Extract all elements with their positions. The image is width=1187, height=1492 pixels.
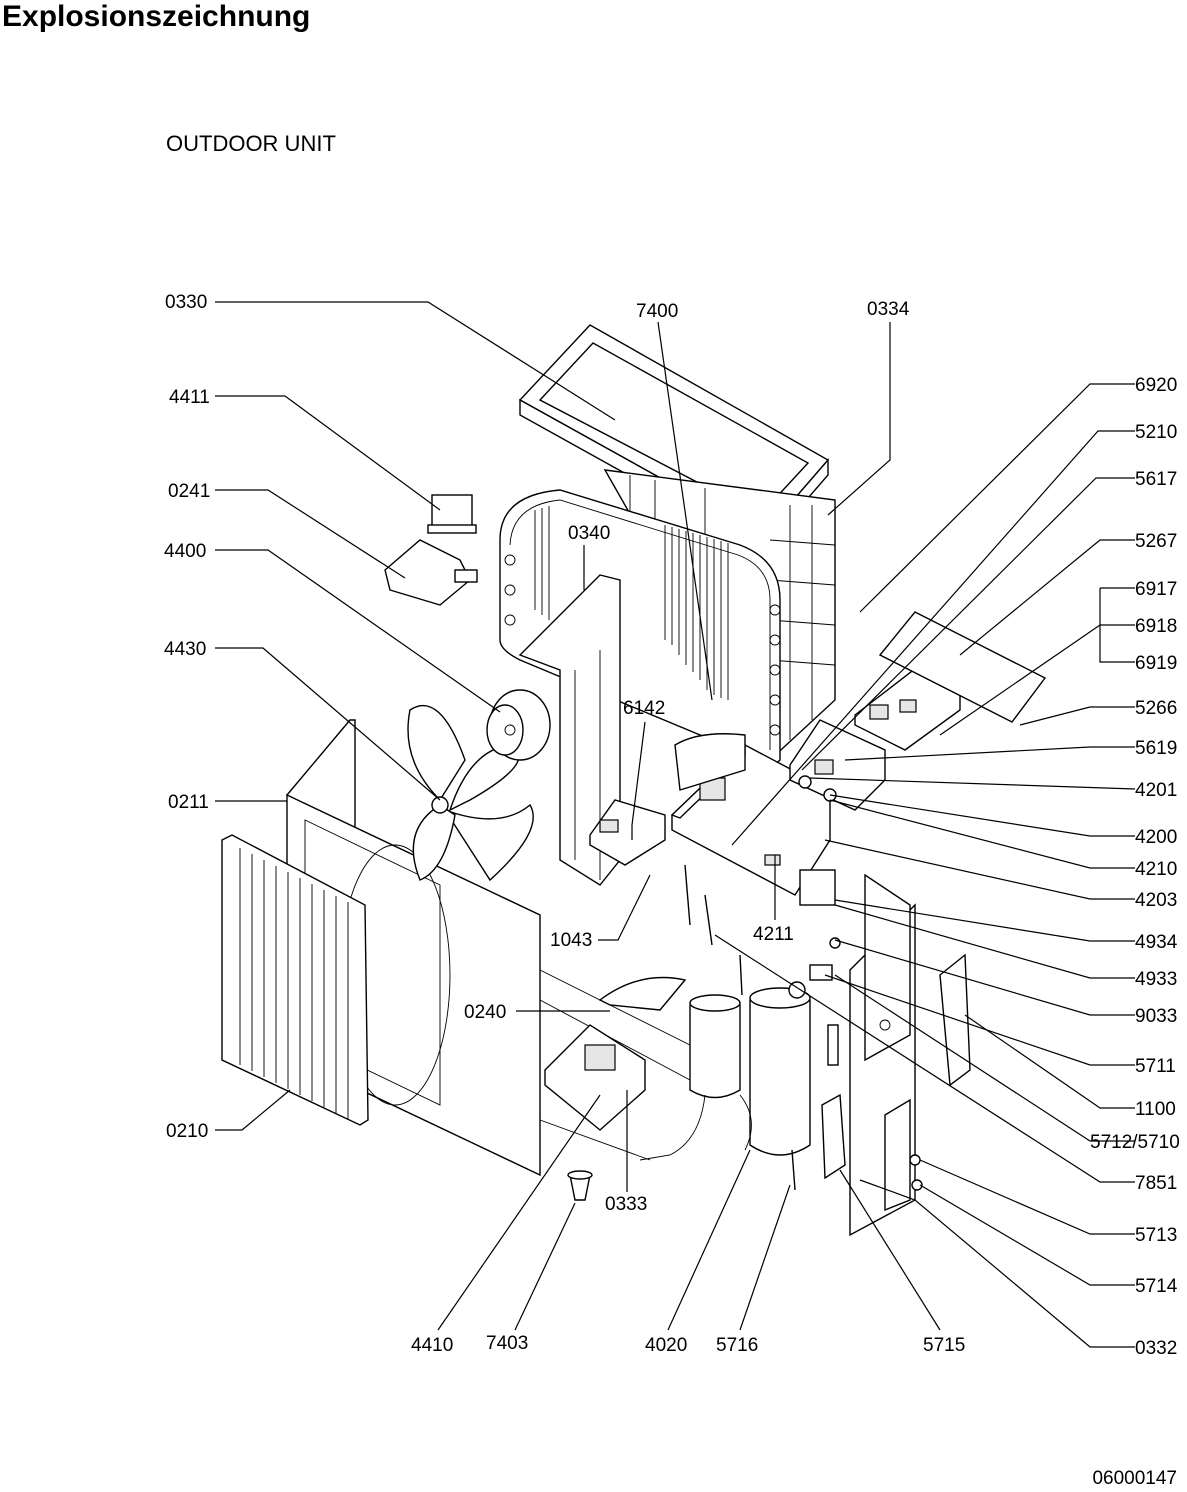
label-5210: 5210 — [1135, 422, 1177, 443]
grille-part — [221, 834, 369, 1126]
label-0240: 0240 — [464, 1002, 506, 1023]
heat-exchanger-part — [499, 489, 781, 766]
page-title: Explosionszeichnung — [2, 0, 311, 33]
bracket-part — [384, 539, 478, 606]
label-1100: 1100 — [1135, 1099, 1176, 1120]
terminal-block-part — [589, 799, 666, 866]
label-4203: 4203 — [1135, 890, 1177, 911]
label-4410: 4410 — [411, 1335, 453, 1356]
base-plate-part — [544, 976, 687, 1131]
part-labels: 0330 4411 0241 4400 4430 0211 0210 7400 … — [164, 292, 1180, 1359]
capacitor-part — [427, 494, 477, 534]
label-4934: 4934 — [1135, 932, 1178, 953]
label-4201: 4201 — [1135, 780, 1177, 801]
label-0340: 0340 — [568, 523, 610, 544]
label-0241: 0241 — [168, 481, 210, 502]
sensor-parts — [684, 864, 841, 996]
label-7403: 7403 — [486, 1333, 528, 1354]
label-4211: 4211 — [753, 924, 794, 945]
label-0211: 0211 — [168, 792, 209, 813]
label-6917: 6917 — [1135, 579, 1177, 600]
partition-part — [518, 574, 621, 886]
label-4400: 4400 — [164, 541, 206, 562]
label-4411: 4411 — [169, 387, 210, 408]
reactor-part — [674, 733, 746, 791]
label-4210: 4210 — [1135, 859, 1177, 880]
label-7851: 7851 — [1135, 1173, 1177, 1194]
drain-cap-part — [567, 1170, 593, 1201]
fan-motor-part — [486, 689, 551, 761]
label-4933: 4933 — [1135, 969, 1177, 990]
label-5617: 5617 — [1135, 469, 1177, 490]
document-number: 06000147 — [1092, 1468, 1177, 1489]
label-5713: 5713 — [1135, 1225, 1177, 1246]
label-6920: 6920 — [1135, 375, 1177, 396]
label-6919: 6919 — [1135, 653, 1177, 674]
label-6142: 6142 — [623, 698, 665, 719]
label-6918: 6918 — [1135, 616, 1177, 637]
label-4020: 4020 — [645, 1335, 687, 1356]
unit-drawing — [221, 324, 1047, 1237]
label-5714: 5714 — [1135, 1276, 1178, 1297]
label-4200: 4200 — [1135, 827, 1177, 848]
label-7400: 7400 — [636, 301, 678, 322]
label-5716: 5716 — [716, 1335, 758, 1356]
label-5267: 5267 — [1135, 531, 1177, 552]
label-0332: 0332 — [1135, 1338, 1177, 1359]
label-5715: 5715 — [923, 1335, 965, 1356]
label-0333: 0333 — [605, 1194, 647, 1215]
valve-parts — [821, 1024, 923, 1212]
label-5266: 5266 — [1135, 698, 1177, 719]
compressor-part — [639, 981, 811, 1191]
pcb-part — [854, 664, 961, 751]
label-4430: 4430 — [164, 639, 206, 660]
label-5619: 5619 — [1135, 738, 1177, 759]
leader-lines — [215, 301, 1136, 1348]
label-5712-5710: 5712/5710 — [1090, 1132, 1180, 1153]
label-1043: 1043 — [550, 930, 592, 951]
label-5711: 5711 — [1135, 1056, 1176, 1077]
label-0334: 0334 — [867, 299, 910, 320]
label-9033: 9033 — [1135, 1006, 1177, 1027]
diagram-subtitle: OUTDOOR UNIT — [166, 131, 336, 156]
cover-plate-part — [878, 611, 1047, 723]
label-0330: 0330 — [165, 292, 207, 313]
label-0210: 0210 — [166, 1121, 208, 1142]
electrical-box-part — [789, 719, 886, 811]
